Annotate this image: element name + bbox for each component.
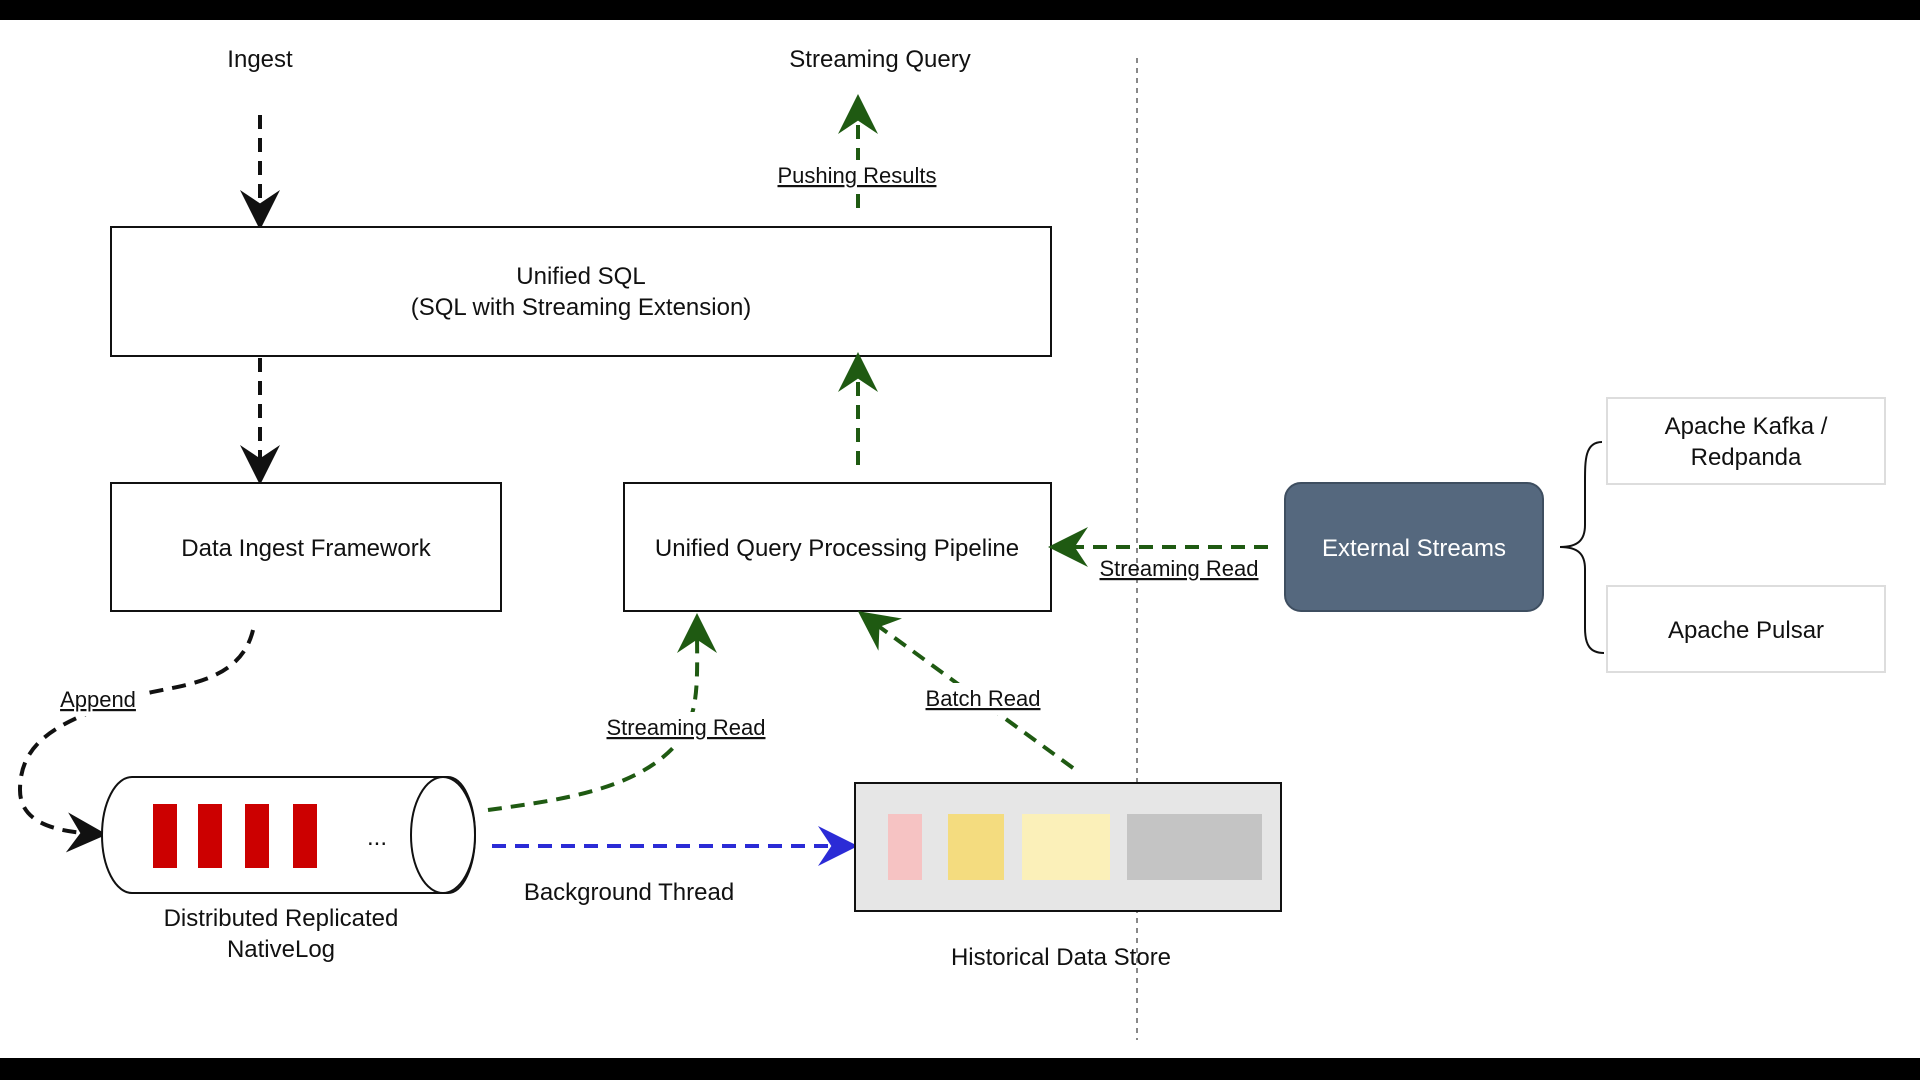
store-block bbox=[1022, 814, 1110, 880]
data-ingest-framework-box bbox=[110, 482, 502, 612]
nativelog-label-line1: Distributed Replicated bbox=[164, 905, 399, 932]
batch-read-label: Batch Read bbox=[926, 686, 1041, 711]
historical-store-label: Historical Data Store bbox=[951, 944, 1171, 971]
append-label: Append bbox=[60, 687, 136, 712]
pulsar-label: Apache Pulsar bbox=[1668, 617, 1824, 644]
kafka-label-line1: Apache Kafka / bbox=[1665, 413, 1828, 440]
append-label-bg bbox=[52, 684, 142, 716]
diagram-svg: Ingest Streaming Query Pushing Results U… bbox=[17, 46, 1886, 1040]
data-ingest-framework-label: Data Ingest Framework bbox=[181, 535, 431, 562]
log-block bbox=[293, 804, 317, 868]
streaming-query-label: Streaming Query bbox=[789, 46, 970, 73]
unified-query-pipeline-box bbox=[623, 482, 1052, 612]
store-block bbox=[948, 814, 1004, 880]
nativelog-label-line2: NativeLog bbox=[227, 936, 335, 963]
streaming-read-log-label: Streaming Read bbox=[607, 715, 766, 740]
store-block bbox=[888, 814, 922, 880]
background-thread-label: Background Thread bbox=[524, 879, 734, 906]
kafka-box bbox=[1606, 397, 1886, 485]
streaming-read-log-label-bg bbox=[598, 712, 772, 744]
streaming-read-external-label: Streaming Read bbox=[1100, 556, 1259, 581]
source-brace bbox=[1559, 441, 1605, 654]
unified-sql-title: Unified SQL bbox=[516, 263, 645, 290]
append-arrow bbox=[17, 629, 255, 853]
diagram-canvas: Ingest Streaming Query Pushing Results U… bbox=[0, 20, 1920, 1058]
unified-sql-box bbox=[110, 226, 1052, 357]
log-to-pipeline-arrow bbox=[487, 613, 718, 812]
log-ellipsis: ... bbox=[367, 824, 387, 851]
pulsar-box bbox=[1606, 585, 1886, 673]
store-block bbox=[1127, 814, 1262, 880]
kafka-label-line2: Redpanda bbox=[1691, 444, 1802, 471]
log-block bbox=[153, 804, 177, 868]
pushing-results-label-bg bbox=[768, 160, 948, 192]
external-streams-box bbox=[1284, 482, 1544, 612]
external-streams-label: External Streams bbox=[1322, 535, 1506, 562]
unified-sql-subtitle: (SQL with Streaming Extension) bbox=[411, 294, 752, 321]
log-block bbox=[245, 804, 269, 868]
log-block bbox=[198, 804, 222, 868]
batch-read-label-bg bbox=[916, 683, 1050, 715]
ingest-label: Ingest bbox=[227, 46, 293, 73]
unified-query-pipeline-label: Unified Query Processing Pipeline bbox=[655, 535, 1019, 562]
nativelog-cylinder-end bbox=[410, 776, 476, 894]
pushing-results-label: Pushing Results bbox=[778, 163, 937, 188]
